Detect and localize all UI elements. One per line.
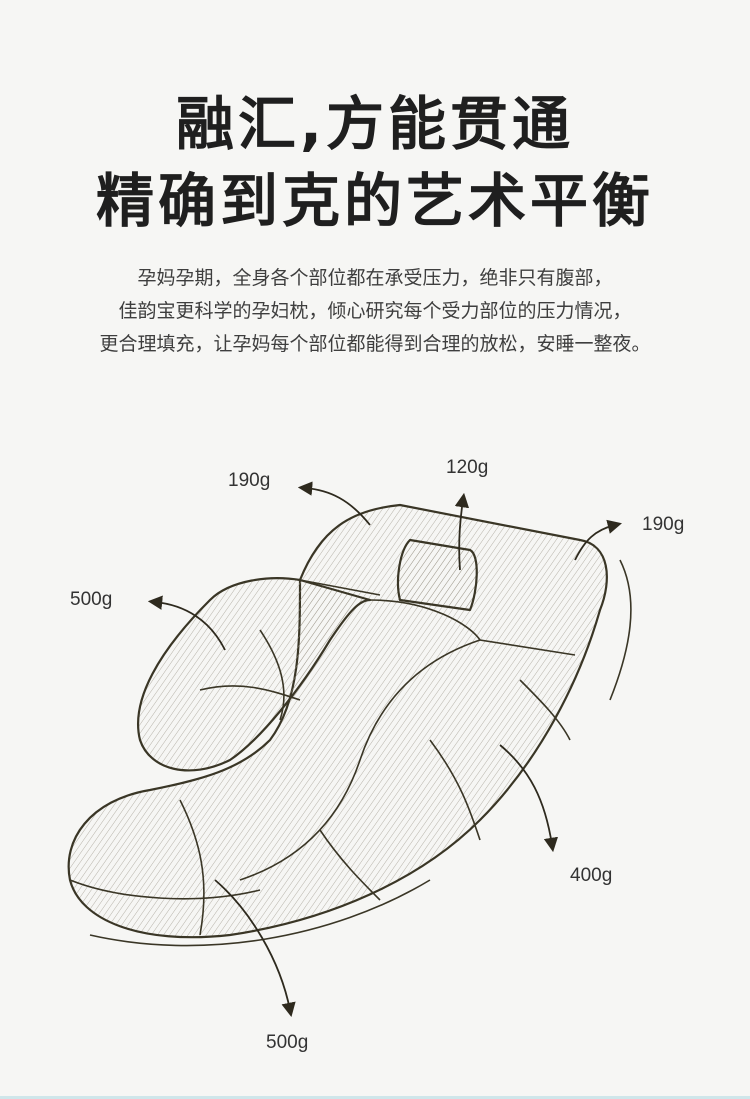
description-line: 佳韵宝更科学的孕妇枕，倾心研究每个受力部位的压力情况， [118, 300, 632, 322]
description-line: 孕妈孕期，全身各个部位都在承受压力，绝非只有腹部， [137, 267, 613, 289]
arrow-left-shoulder [297, 481, 371, 526]
arrow-bottom [214, 879, 296, 1018]
weight-label-left-shoulder: 190g [228, 470, 271, 491]
weight-label-right-shoulder: 190g [642, 514, 685, 535]
headline-line-2: 精确到克的艺术平衡 [95, 167, 654, 235]
headline-line-1: 融汇,方能贯通 [175, 90, 575, 158]
pregnancy-pillow-sketch [67, 481, 632, 1018]
arrow-right-shoulder [574, 519, 622, 561]
arrow-left-arm [147, 595, 226, 651]
bottom-border [0, 1096, 750, 1099]
weight-label-head: 120g [446, 457, 489, 478]
description: 孕妈孕期，全身各个部位都在承受压力，绝非只有腹部， 佳韵宝更科学的孕妇枕，倾心研… [0, 262, 750, 361]
description-line: 更合理填充，让孕妈每个部位都能得到合理的放松，安睡一整夜。 [99, 333, 651, 355]
arrow-head [454, 492, 470, 571]
pillow-body [67, 503, 608, 939]
pillow-left-arm [137, 577, 372, 772]
weight-label-left-arm: 500g [70, 589, 113, 610]
arrow-right-side [499, 744, 559, 853]
weight-label-right-side: 400g [570, 865, 613, 886]
weight-label-bottom: 500g [266, 1032, 309, 1053]
head-cushion [396, 538, 478, 612]
